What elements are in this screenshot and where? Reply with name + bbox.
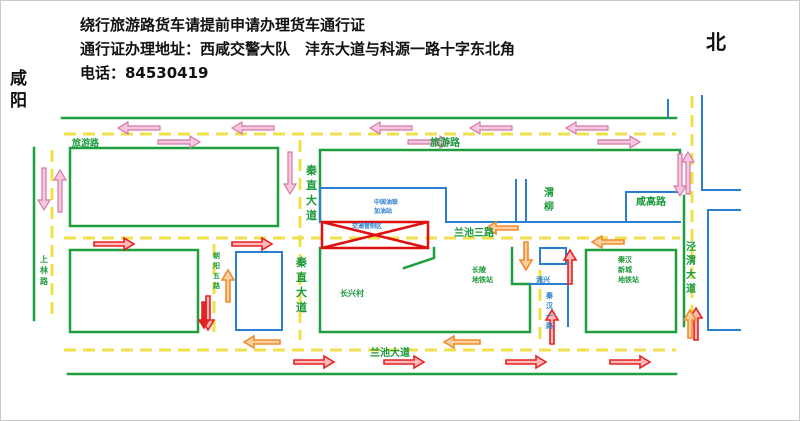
notice-line-2: 通行证办理地址：西咸交警大队 沣东大道与科源一路十字东北角: [80, 40, 516, 58]
arrow-orange-w3: [484, 220, 519, 236]
label-gas-station: 中国油联加油站: [373, 198, 398, 215]
label-qinhan1: 秦汉一路: [545, 291, 554, 330]
arrow-red-s2: [197, 301, 211, 330]
arrow-orange-s1: [518, 241, 534, 272]
arrow-pink-s2: [282, 151, 298, 196]
arrow-pink-w4: [468, 120, 513, 136]
block-chaoyang: [235, 251, 283, 331]
label-qinzhi-south: 秦直大道: [295, 255, 308, 314]
arrow-red-e5: [505, 354, 548, 370]
arrow-orange-n2: [682, 308, 698, 339]
label-weiliu: 渭柳: [544, 186, 554, 213]
arrow-red-e4: [383, 354, 426, 370]
label-chaoyang5: 朝阳五路: [213, 251, 221, 290]
arrow-orange-w4: [590, 234, 625, 250]
label-jingwei: 泾渭大道: [686, 240, 696, 295]
label-control-zone: 交通管制区: [352, 222, 382, 230]
block-changxing: [318, 246, 532, 334]
arrow-orange-w1: [242, 334, 281, 350]
arrow-pink-w1: [116, 120, 161, 136]
road-xiangao: [625, 191, 681, 223]
arrow-red-n2: [544, 308, 560, 345]
label-qinhan-station: 秦汉新城地铁站: [617, 255, 639, 284]
detour-arrows: [36, 120, 696, 213]
label-changling-station: 长陵地铁站: [472, 265, 493, 284]
arrow-pink-w3: [368, 120, 413, 136]
arrow-red-e3: [293, 354, 336, 370]
block-sw: [68, 248, 200, 334]
local-arrows: [220, 220, 698, 350]
control-zone: [320, 220, 430, 250]
arrow-pink-w5: [564, 120, 609, 136]
label-changxing: 长兴村: [340, 288, 364, 298]
arrow-red-e6: [609, 354, 652, 370]
arrow-orange-n1: [220, 268, 236, 303]
arrow-pink-s1: [36, 167, 52, 212]
arrow-orange-w2: [442, 334, 481, 350]
arrow-pink-e2: [407, 134, 452, 150]
label-lvyou-east: 旅游路: [430, 136, 461, 149]
label-qinzhi-north: 秦直大道: [305, 163, 318, 222]
road-lines: [32, 95, 741, 376]
notice-line-3: 电话：84530419: [80, 64, 209, 82]
arrow-pink-s3: [672, 153, 688, 198]
label-lanchi-da: 兰池大道: [370, 346, 410, 359]
north-direction-label: 北: [706, 30, 726, 54]
block-nw: [68, 146, 280, 228]
west-direction-label: 咸阳: [10, 69, 27, 111]
arrow-pink-e1: [157, 134, 202, 150]
arrow-pink-e3: [597, 134, 642, 150]
arrow-pink-n2: [680, 150, 696, 195]
block-yongxing: [539, 247, 567, 265]
arrow-red-n1: [562, 248, 578, 285]
arrow-pink-w2: [230, 120, 275, 136]
label-xiangao: 咸高路: [636, 195, 667, 208]
arrow-red-e2: [231, 236, 274, 252]
notice-line-1: 绕行旅游路货车请提前申请办理货车通行证: [80, 16, 366, 34]
label-lanchi3: 兰池三路: [454, 226, 495, 239]
block-gas-outline: [319, 187, 447, 223]
center-dashes: [50, 96, 694, 352]
label-yongxing: 涌兴: [536, 275, 550, 284]
road-changxing-kink: [402, 246, 436, 270]
label-lvyou-west: 旅游路: [72, 137, 100, 149]
block-qinhan-station: [584, 248, 678, 334]
arrow-pink-n1: [52, 168, 68, 213]
label-shanglin: 上林路: [40, 254, 49, 286]
arrow-red-e1: [93, 236, 136, 252]
